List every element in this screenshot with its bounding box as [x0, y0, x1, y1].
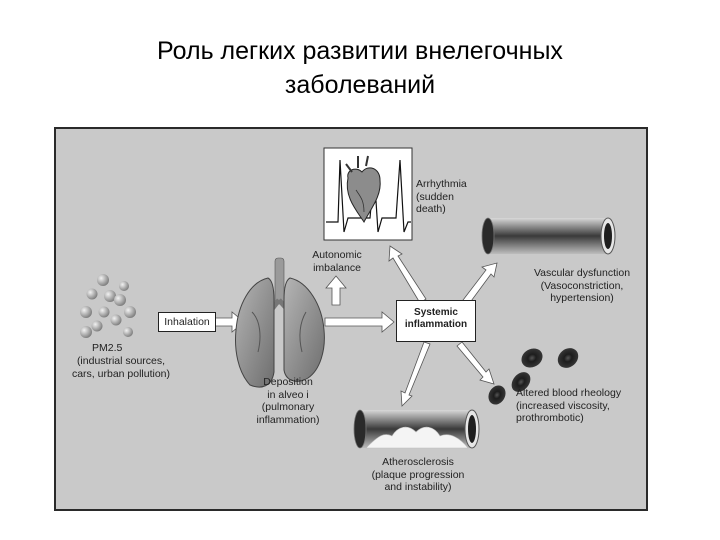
- autonomic-label: Autonomic imbalance: [312, 249, 362, 274]
- inhalation-label: Inhalation: [164, 316, 210, 328]
- blood-rheology-label: Altered blood rheology (increased viscos…: [516, 387, 622, 424]
- flow-arrows: [214, 245, 498, 407]
- slide-title: Роль легких развитии внелегочных заболев…: [0, 34, 720, 102]
- pm-label: PM2.5: [92, 342, 123, 354]
- heart-ecg-icon: [323, 147, 413, 241]
- slide-title-line2: заболеваний: [284, 71, 436, 99]
- inhalation-box: Inhalation: [158, 312, 216, 332]
- deposition-label: Deposition in alveo i (pulmonary inflamm…: [256, 376, 320, 426]
- red-blood-cell-icon: [488, 348, 579, 405]
- plaque-vessel-icon: [353, 409, 480, 449]
- pm-sources-label: (industrial sources, cars, urban polluti…: [71, 355, 171, 380]
- particle-icon: [80, 274, 136, 338]
- lungs-icon: [235, 257, 325, 388]
- vascular-label: Vascular dysfunction (Vasoconstriction, …: [533, 267, 631, 304]
- systemic-line1: Systemic: [414, 307, 458, 318]
- systemic-line2: inflammation: [404, 319, 468, 330]
- slide-title-line1: Роль легких развитии внелегочных: [157, 37, 563, 65]
- atherosclerosis-label: Atherosclerosis (plaque progression and …: [371, 456, 465, 493]
- arrhythmia-label: Arrhythmia (sudden death): [416, 178, 467, 215]
- blood-vessel-icon: [481, 217, 616, 255]
- systemic-inflammation-box: Systemic inflammation: [396, 300, 476, 342]
